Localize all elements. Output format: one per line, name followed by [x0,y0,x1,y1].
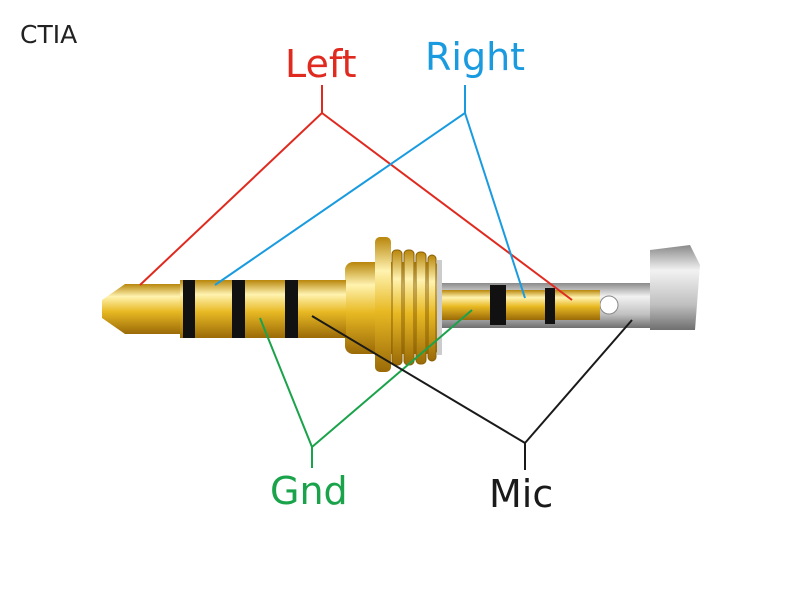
label-gnd: Gnd [270,469,348,513]
label-left: Left [285,42,357,86]
gnd-leader-lines [259,309,473,468]
left-leader-lines [139,85,573,301]
plug [102,280,346,338]
right-leader-lines [214,85,526,299]
ring-insulator [183,280,195,338]
label-right: Right [425,35,526,79]
label-mic: Mic [489,472,554,516]
nut [345,237,442,372]
mic-leader-lines [311,315,633,470]
ring-insulator [232,280,245,338]
ring-insulator [285,280,298,338]
diagram-title: CTIA [20,20,78,49]
inner-rod [440,285,600,325]
